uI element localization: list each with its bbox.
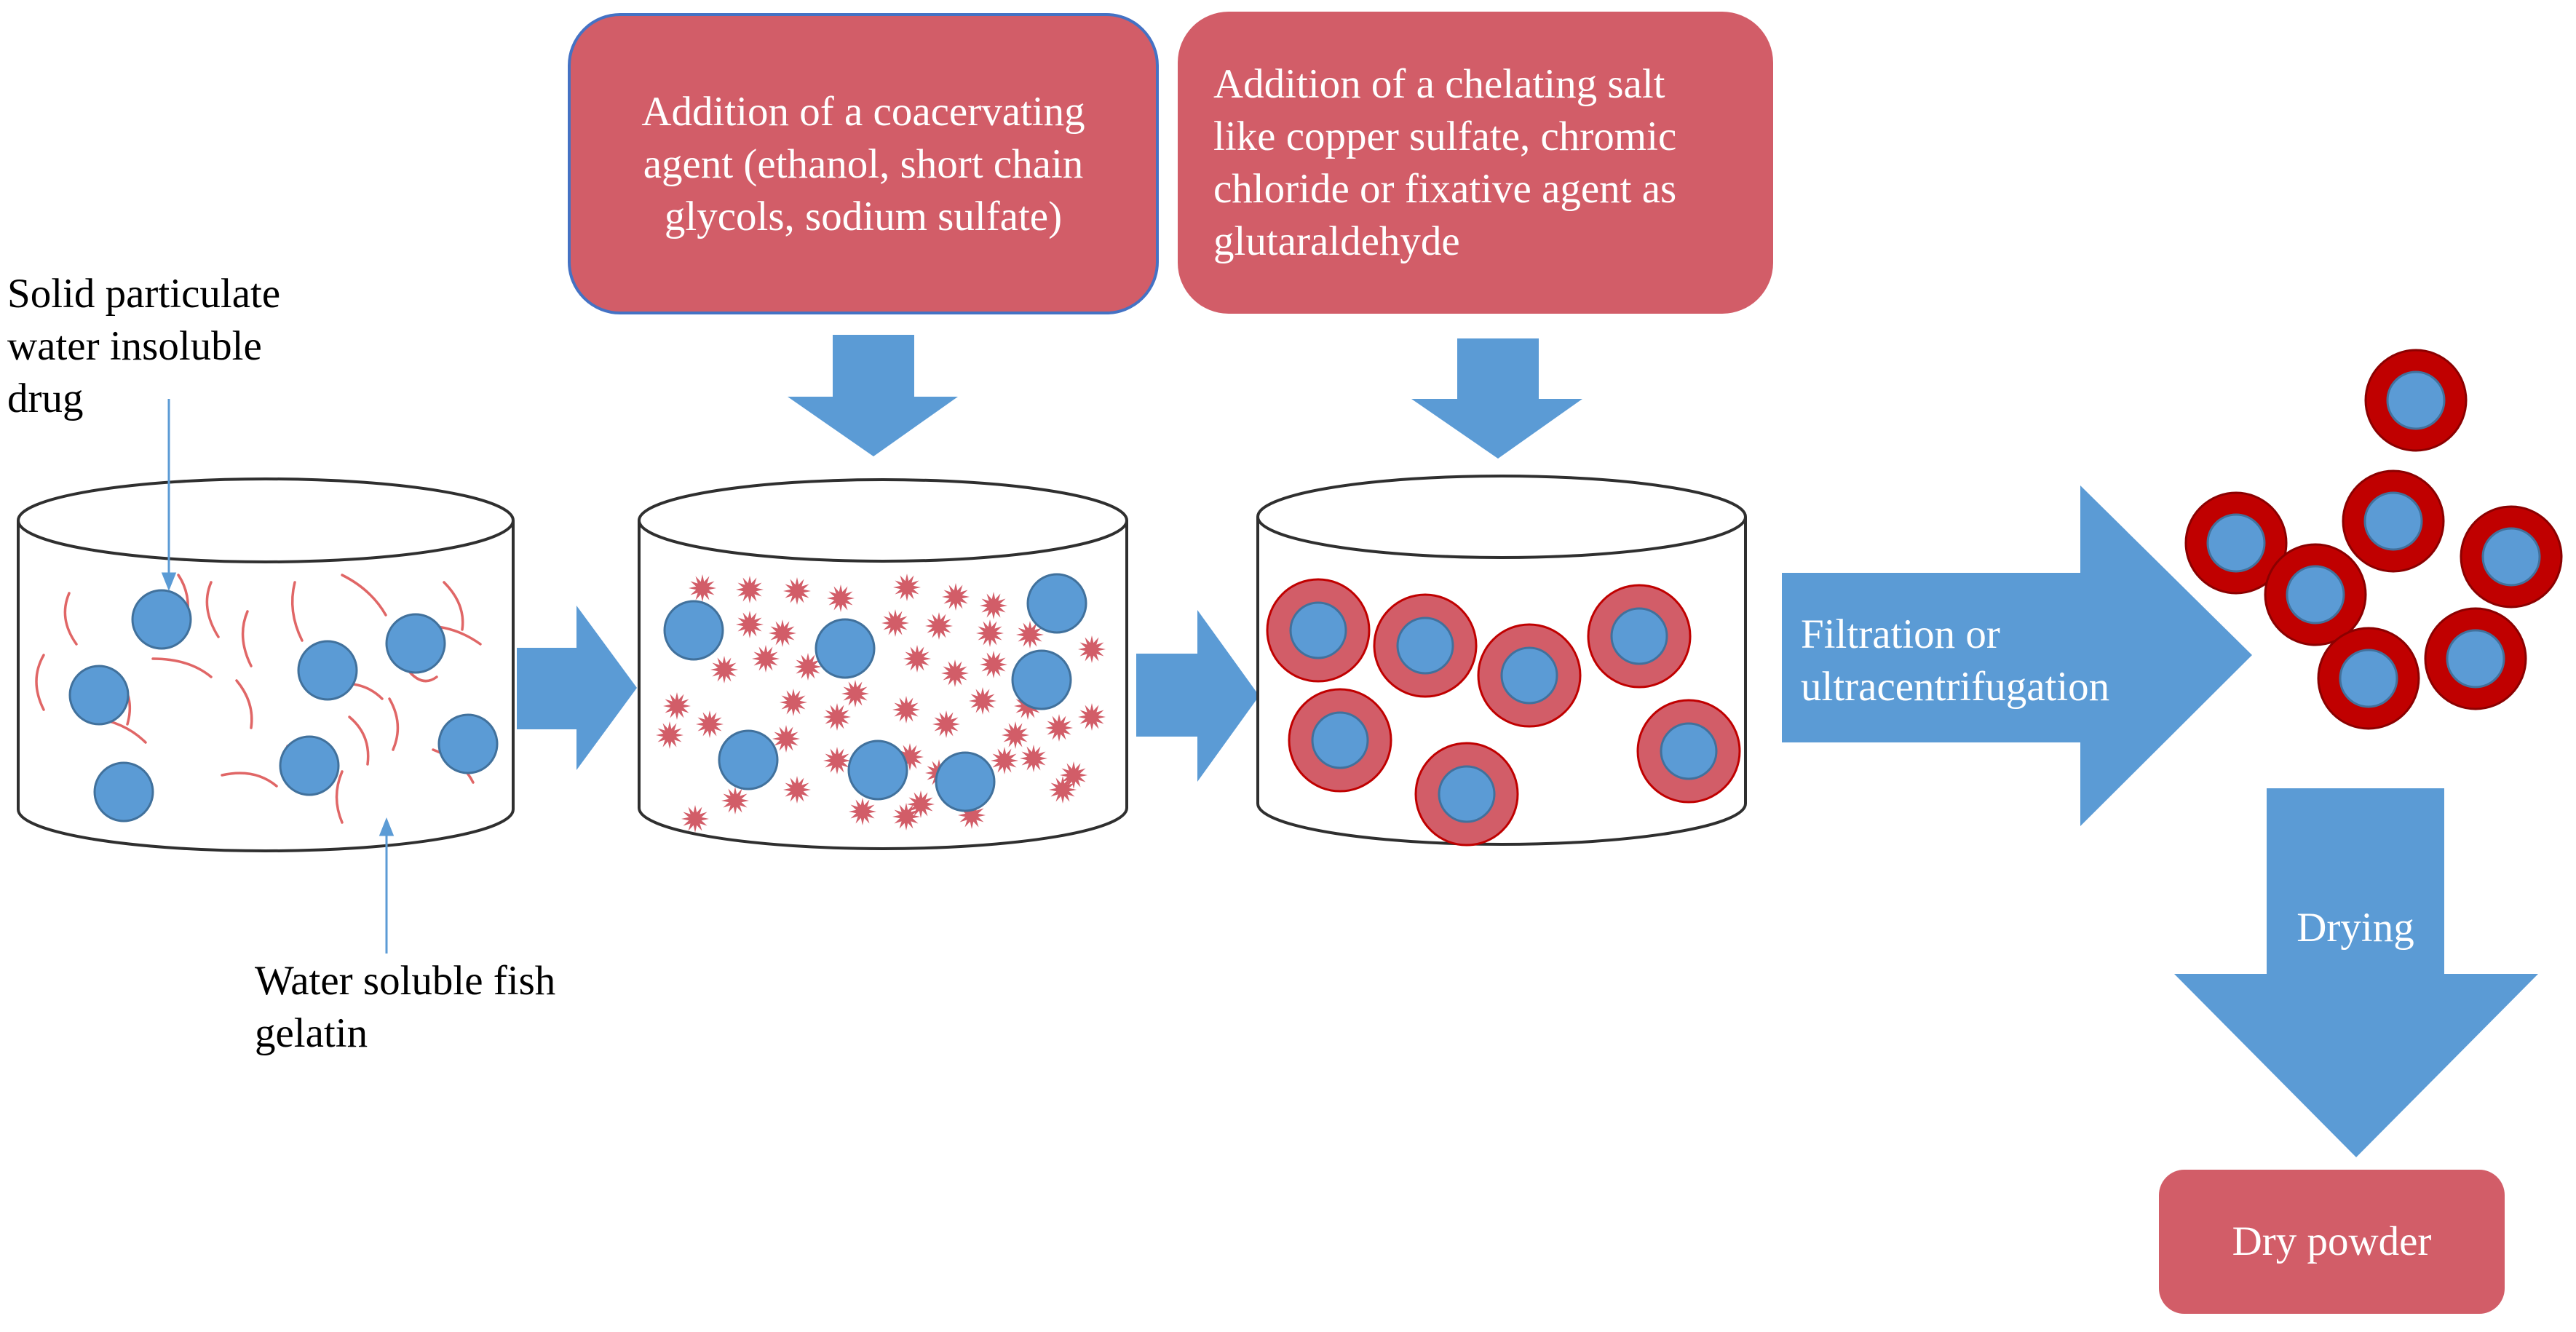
coacervate-icon bbox=[980, 651, 1007, 678]
coacervate-particles bbox=[656, 574, 1106, 833]
drying-arrow-icon bbox=[2174, 788, 2538, 1157]
drug-particle-icon bbox=[68, 665, 130, 726]
coacervate-icon bbox=[903, 645, 931, 673]
coacervate-icon bbox=[1045, 714, 1073, 742]
coacervate-icon bbox=[849, 798, 876, 825]
beaker-1-icon bbox=[17, 477, 515, 852]
microcapsule-icon bbox=[2424, 607, 2527, 710]
drug-particle-icon bbox=[93, 761, 154, 822]
coacervate-icon bbox=[823, 703, 851, 731]
coacervate-icon bbox=[892, 803, 920, 830]
drug-particle-icon bbox=[385, 613, 446, 674]
drug-particle-icon bbox=[935, 751, 996, 812]
coacervate-icon bbox=[969, 687, 996, 715]
coacervate-icon bbox=[823, 747, 851, 774]
process-arrow-icon-1 bbox=[517, 606, 637, 770]
coacervate-icon bbox=[907, 790, 935, 818]
microcapsule-icon bbox=[1373, 593, 1478, 698]
coacervate-icon bbox=[721, 787, 749, 814]
coacervate-icon bbox=[1078, 703, 1106, 731]
drug-particle-icon bbox=[437, 713, 499, 774]
coacervate-icon bbox=[752, 645, 780, 673]
down-arrow-icon-coacervation bbox=[788, 335, 958, 456]
coacervate-icon bbox=[892, 696, 920, 724]
coacervating-agent-text: Addition of a coacervating agent (ethano… bbox=[641, 89, 1085, 239]
coacervate-icon bbox=[958, 801, 986, 829]
coacervate-icon bbox=[681, 805, 709, 833]
coacervate-icon bbox=[925, 612, 953, 640]
drug-particle-icon bbox=[815, 618, 876, 679]
drug-particle-icon bbox=[1026, 573, 1087, 634]
drug-particle-icon bbox=[847, 740, 908, 801]
coacervate-icon bbox=[896, 743, 924, 771]
coacervate-icon bbox=[881, 609, 909, 637]
dry-powder-label: Dry powder bbox=[2232, 1218, 2432, 1264]
coacervate-icon bbox=[893, 574, 921, 601]
microcapsule-icon bbox=[2364, 349, 2468, 452]
isolated-microcapsules bbox=[2184, 349, 2563, 730]
coacervate-icon bbox=[736, 611, 764, 638]
drug-particle-icon bbox=[718, 729, 779, 790]
coacervate-icon bbox=[1078, 635, 1106, 663]
coacervate-icon bbox=[827, 584, 855, 612]
microcapsule-icon bbox=[1477, 623, 1582, 728]
microcapsule-icon bbox=[1636, 699, 1741, 804]
coacervating-agent-box bbox=[568, 13, 1159, 314]
drug-particle-icon bbox=[297, 640, 358, 701]
drug-particle-icon bbox=[663, 600, 724, 661]
coacervate-icon bbox=[1016, 621, 1044, 649]
coacervate-icon bbox=[689, 574, 716, 602]
drug-label: Solid particulate water insoluble drug bbox=[7, 271, 281, 421]
drug-particle-icon bbox=[131, 589, 192, 650]
coacervate-icon bbox=[780, 689, 807, 716]
drug-particle-icon bbox=[279, 735, 340, 796]
coacervate-icon bbox=[932, 710, 960, 738]
coacervate-icon bbox=[656, 721, 683, 749]
coacervate-icon bbox=[710, 656, 738, 683]
coacervate-icon bbox=[783, 776, 811, 804]
microcapsule-icon bbox=[2317, 627, 2420, 730]
coacervate-icon bbox=[1049, 776, 1077, 804]
coacervate-icon bbox=[783, 577, 811, 605]
coacervate-icon bbox=[1002, 721, 1029, 749]
coacervate-icon bbox=[772, 725, 800, 753]
drug-particle-icon bbox=[1011, 649, 1072, 710]
microcapsule-icon bbox=[2184, 491, 2288, 595]
coacervate-icon bbox=[1060, 761, 1087, 789]
microcapsule-icon bbox=[2460, 505, 2563, 608]
chelating-salt-text: Addition of a chelating salt like copper… bbox=[1213, 61, 1677, 264]
microcapsule-icon bbox=[1414, 742, 1519, 847]
microcapsule-icon bbox=[2264, 543, 2367, 646]
dry-powder-box bbox=[2159, 1170, 2505, 1314]
chelating-salt-box bbox=[1178, 12, 1773, 314]
microcapsule-icon bbox=[1587, 584, 1692, 689]
coacervate-icon bbox=[696, 710, 724, 738]
coacervate-icon bbox=[794, 653, 822, 681]
coacervate-icon bbox=[769, 619, 796, 647]
gelatin-label: Water soluble fish gelatin bbox=[255, 958, 556, 1056]
microcapsule-icon bbox=[1288, 688, 1392, 793]
coacervate-icon bbox=[1020, 745, 1047, 772]
coacervate-icon bbox=[841, 680, 869, 707]
microcapsule-icon bbox=[1266, 578, 1371, 683]
coacervate-icon bbox=[976, 619, 1004, 647]
coacervate-icon bbox=[991, 747, 1018, 774]
coacervate-icon bbox=[942, 583, 970, 611]
microcapsule-icon bbox=[2342, 469, 2445, 573]
process-arrow-icon-2 bbox=[1136, 610, 1259, 782]
filtration-arrow-icon bbox=[1782, 485, 2252, 826]
coacervate-icon bbox=[980, 592, 1007, 619]
drying-label: Drying bbox=[2296, 905, 2414, 951]
microcapsules-beaker-3 bbox=[1266, 578, 1741, 847]
coacervate-icon bbox=[663, 692, 691, 720]
down-arrow-icon-chelation bbox=[1411, 338, 1582, 459]
coacervate-icon bbox=[736, 576, 764, 603]
coacervate-icon bbox=[941, 659, 969, 687]
pointer-arrows bbox=[161, 399, 395, 954]
drug-particles-beaker-1 bbox=[68, 589, 499, 822]
drug-particles-beaker-2 bbox=[663, 573, 1087, 812]
filtration-label: Filtration or ultracentrifugation bbox=[1801, 611, 2110, 710]
